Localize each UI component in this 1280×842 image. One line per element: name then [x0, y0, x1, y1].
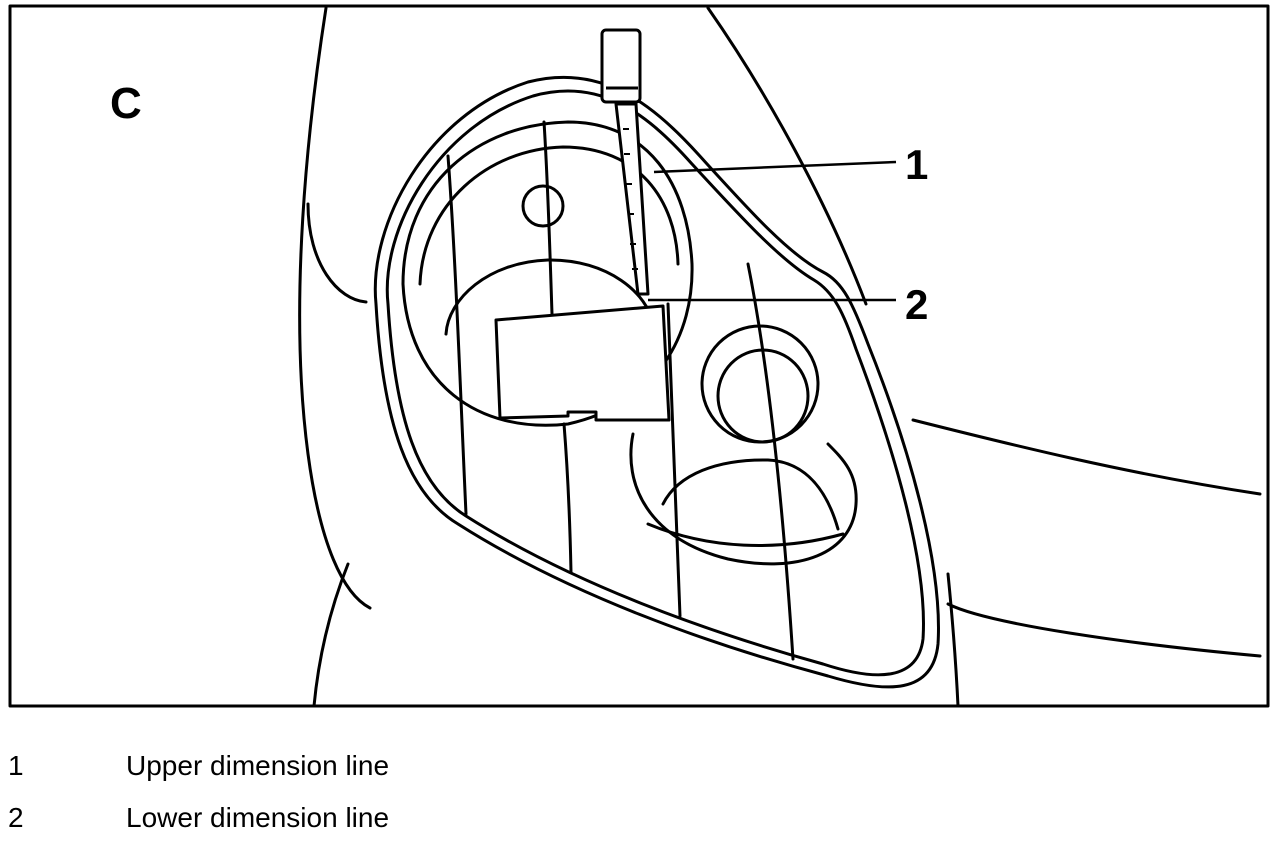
headlight-outer-housing — [373, 75, 940, 689]
panel-label: C — [110, 79, 142, 128]
measuring-tool-handle — [600, 28, 642, 104]
headlight-inner-housing — [385, 89, 925, 677]
high-beam-reflector — [401, 120, 694, 427]
legend-item: 1 Upper dimension line — [0, 740, 700, 781]
body-line-right-upper — [911, 418, 1262, 496]
high-beam-ring — [418, 145, 680, 286]
legend-item: 2 Lower dimension line — [0, 792, 700, 833]
body-line-left-inner — [306, 202, 368, 304]
body-line-right-lower — [946, 602, 1262, 658]
dimension-line-e — [746, 262, 795, 661]
dimension-line-c — [562, 422, 573, 574]
legend-number: 2 — [8, 802, 24, 833]
label-card — [494, 304, 671, 422]
leader-line-1 — [653, 160, 897, 174]
low-beam-bowl — [661, 458, 840, 531]
headlight-diagram: C 1 2 — [8, 4, 1272, 708]
legend-number: 1 — [8, 750, 24, 781]
body-line-top — [706, 6, 868, 306]
body-line-left-lower — [312, 562, 350, 708]
body-line-left — [298, 6, 372, 610]
low-beam-reflector — [629, 432, 858, 566]
high-beam-bulb — [521, 184, 565, 228]
figure-frame — [8, 4, 1270, 708]
dimension-line-a — [446, 154, 468, 516]
callout-2: 2 — [905, 281, 929, 328]
measuring-tool-scale — [623, 128, 640, 270]
legend-text: Upper dimension line — [126, 750, 390, 781]
diagram-drawing — [8, 4, 1270, 708]
measuring-tool-rod — [614, 102, 650, 296]
body-line-bottom — [946, 572, 960, 708]
low-beam-lip — [646, 522, 845, 547]
dimension-line-b — [542, 120, 554, 316]
callout-1: 1 — [905, 141, 929, 188]
dimension-line-d — [666, 302, 682, 618]
legend-text: Lower dimension line — [126, 802, 390, 833]
projector-lens-inner — [716, 348, 810, 444]
